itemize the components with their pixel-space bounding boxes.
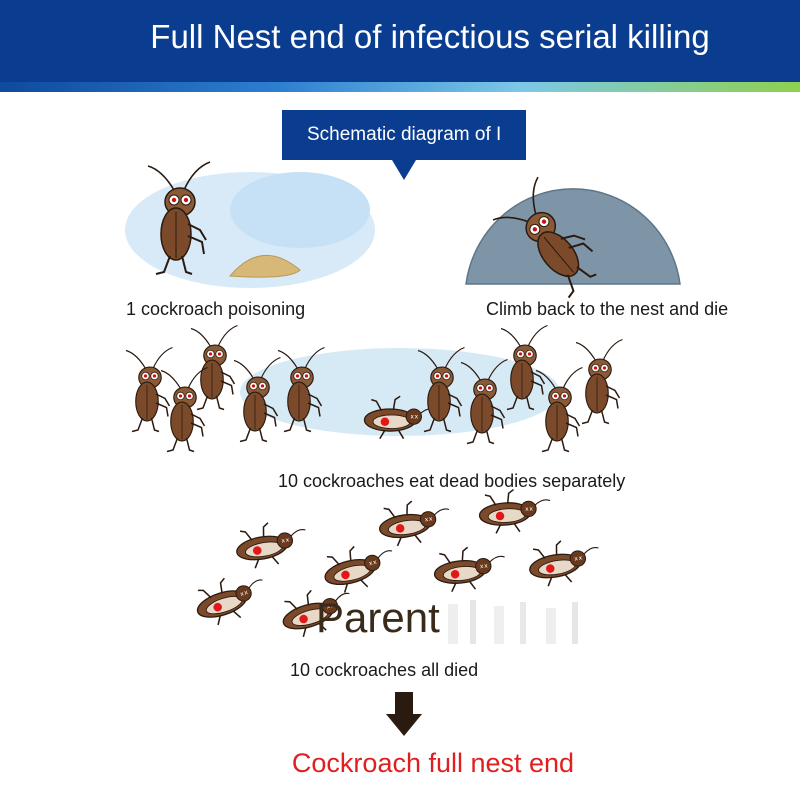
dead-cockroach-3 (477, 486, 553, 536)
dead-cockroach-1 (231, 515, 312, 572)
callout-label: Schematic diagram of I (307, 124, 502, 145)
result-text: Cockroach full nest end (291, 748, 575, 778)
gradient-divider (0, 82, 800, 92)
speckle-strip (448, 600, 578, 644)
cockroach-2 (190, 324, 239, 411)
dead-cockroach-7 (189, 566, 273, 631)
page-title: Full Nest end of infectious serial killi… (150, 18, 710, 55)
header-bar (0, 0, 800, 82)
caption-all-died: 10 cockroaches all died (290, 660, 479, 680)
parent-label: Parent (316, 594, 440, 641)
down-arrow-icon (386, 692, 422, 736)
dead-cockroach-5 (431, 542, 509, 595)
cockroach-1 (125, 346, 174, 433)
schematic-callout: Schematic diagram of I (282, 110, 526, 160)
cockroach-group-left (125, 324, 326, 453)
sky-cloud-left-2 (230, 172, 370, 248)
dead-cockroach-4 (318, 537, 400, 598)
dead-cockroach-6 (524, 533, 605, 590)
caption-eat-bodies: 10 cockroaches eat dead bodies separatel… (278, 471, 626, 491)
caption-poisoning: 1 cockroach poisoning (126, 299, 306, 319)
callout-pointer (392, 160, 416, 180)
poison-powder-pile (228, 255, 301, 278)
dead-cockroach-2 (375, 495, 454, 549)
caption-return-to-nest: Climb back to the nest and die (486, 299, 729, 319)
cockroach-10 (575, 338, 624, 425)
